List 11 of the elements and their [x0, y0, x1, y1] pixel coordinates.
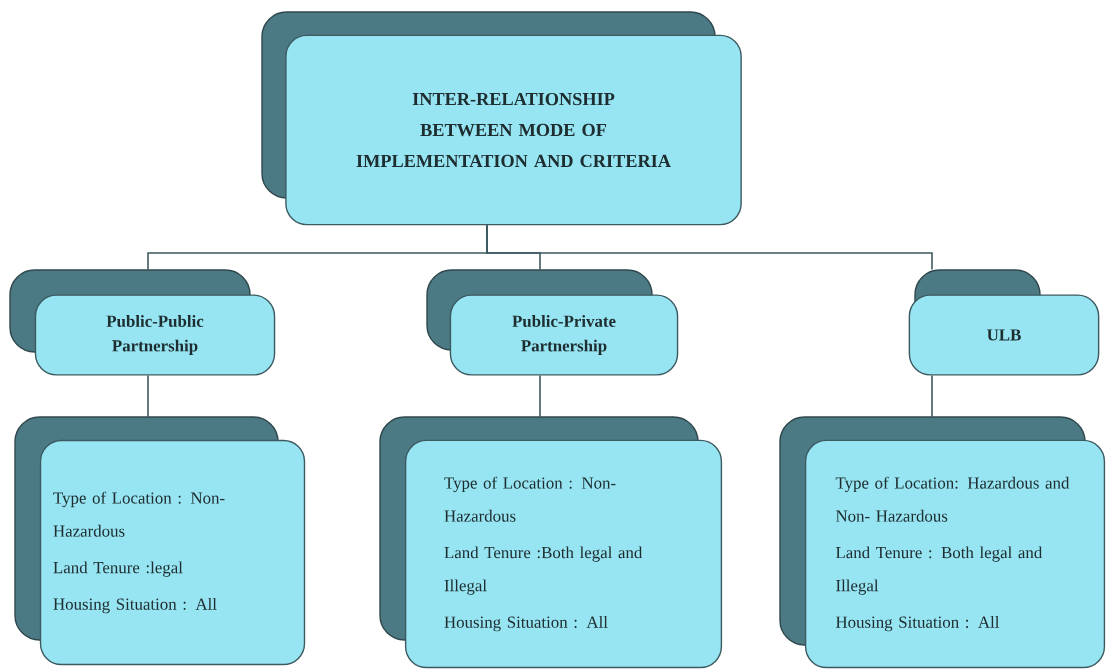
connector-line — [539, 374, 541, 418]
connector-line — [147, 374, 149, 418]
criteria-box: Type of Location : Non-Hazardous Land Tenure :Both legal and Illegal Housing Situation : All — [379, 416, 723, 669]
connector-line — [486, 224, 933, 271]
criteria-box: Type of Location: Hazardous and Non- Hazardous Land Tenure : Both legal and Illegal Housing Situation : All — [779, 416, 1106, 669]
criteria-box: Type of Location : Non-Hazardous Land Tenure :legal Housing Situation : All — [14, 416, 306, 666]
connector-line — [931, 374, 933, 418]
mode-box: Public-Private Partnership — [426, 269, 679, 376]
mode-box: Public-Public Partnership — [9, 269, 276, 376]
title-box: INTER-RELATIONSHIP BETWEEN MODE OF IMPLEMENTATION AND CRITERIA — [261, 11, 742, 226]
mode-box: ULB — [908, 269, 1100, 376]
